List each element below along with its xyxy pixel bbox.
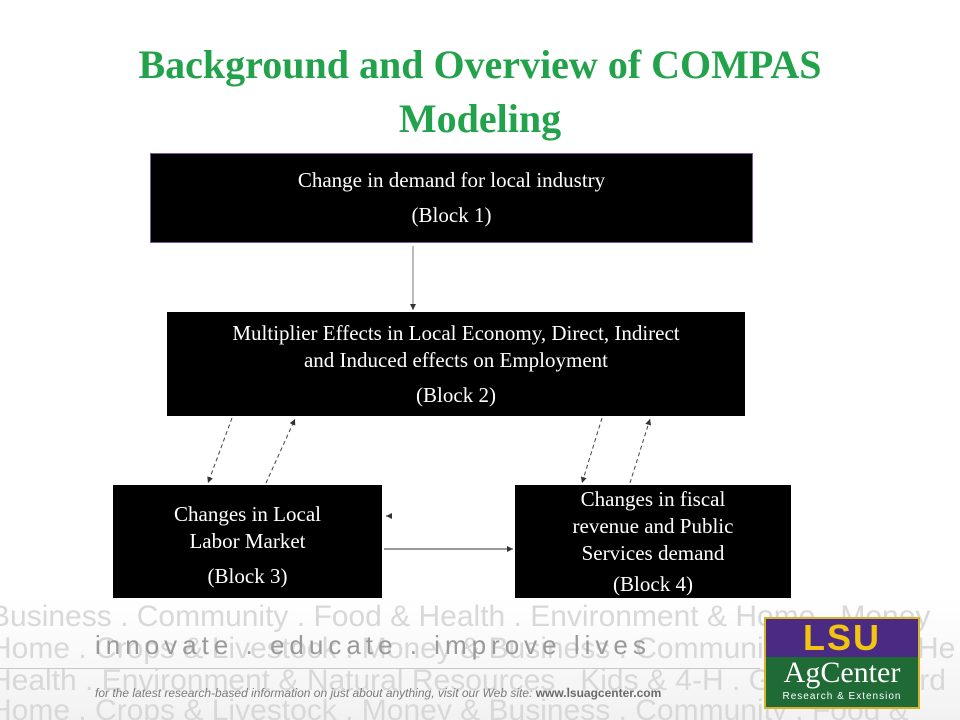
block-4: Changes in fiscal revenue and Public Ser… [515, 485, 791, 599]
block-3-tag: (Block 3) [207, 563, 288, 588]
block-1-text: Change in demand for local industry [297, 168, 606, 192]
logo-subtitle: Research & Extension [782, 691, 902, 702]
title-line-2: Modeling [398, 96, 562, 141]
block-2-tag: (Block 2) [416, 382, 496, 407]
block-4-text-line-2: revenue and Public [572, 514, 734, 538]
block-4-text-line-1: Changes in fiscal [580, 487, 726, 511]
footer-banner: Business . Community . Food & Health . E… [0, 598, 960, 720]
block-3: Changes in Local Labor Market (Block 3) [113, 485, 382, 605]
block-4-tag: (Block 4) [613, 572, 693, 596]
footer-slogan: innovate . educate . improve lives [95, 630, 651, 660]
footer-tagline-text: for the latest research-based informatio… [95, 686, 533, 700]
block-3-text-line-2: Labor Market [189, 528, 306, 553]
arrow-b4-b2 [629, 418, 652, 484]
block-3-text-line-1: Changes in Local [174, 501, 321, 526]
footer-watermark-4: Home . Crops & Livestock . Money & Busin… [0, 694, 909, 720]
block-1-tag: (Block 1) [411, 203, 492, 227]
logo-lsu-text: LSU [766, 619, 918, 657]
lsu-agcenter-logo: LSU AgCenter Research & Extension [764, 617, 920, 709]
block-2-text-line-2: and Induced effects on Employment [303, 347, 609, 372]
footer-divider [0, 668, 760, 669]
title-line-1: Background and Overview of COMPAS [138, 42, 822, 87]
arrow-b3-b2 [265, 418, 296, 484]
block-2: Multiplier Effects in Local Economy, Dir… [167, 312, 745, 416]
arrow-b2-b4 [580, 417, 603, 484]
arrow-b2-b3 [207, 417, 233, 484]
block-2-text-line-1: Multiplier Effects in Local Economy, Dir… [232, 320, 680, 345]
footer-tagline: for the latest research-based informatio… [95, 686, 661, 700]
slide-title: Background and Overview of COMPAS Modeli… [60, 38, 900, 146]
block-1: Change in demand for local industry (Blo… [150, 153, 753, 243]
block-4-text-line-3: Services demand [581, 541, 725, 565]
logo-agcenter-text: AgCenter [783, 656, 901, 689]
footer-website-link[interactable]: www.lsuagcenter.com [535, 686, 662, 700]
